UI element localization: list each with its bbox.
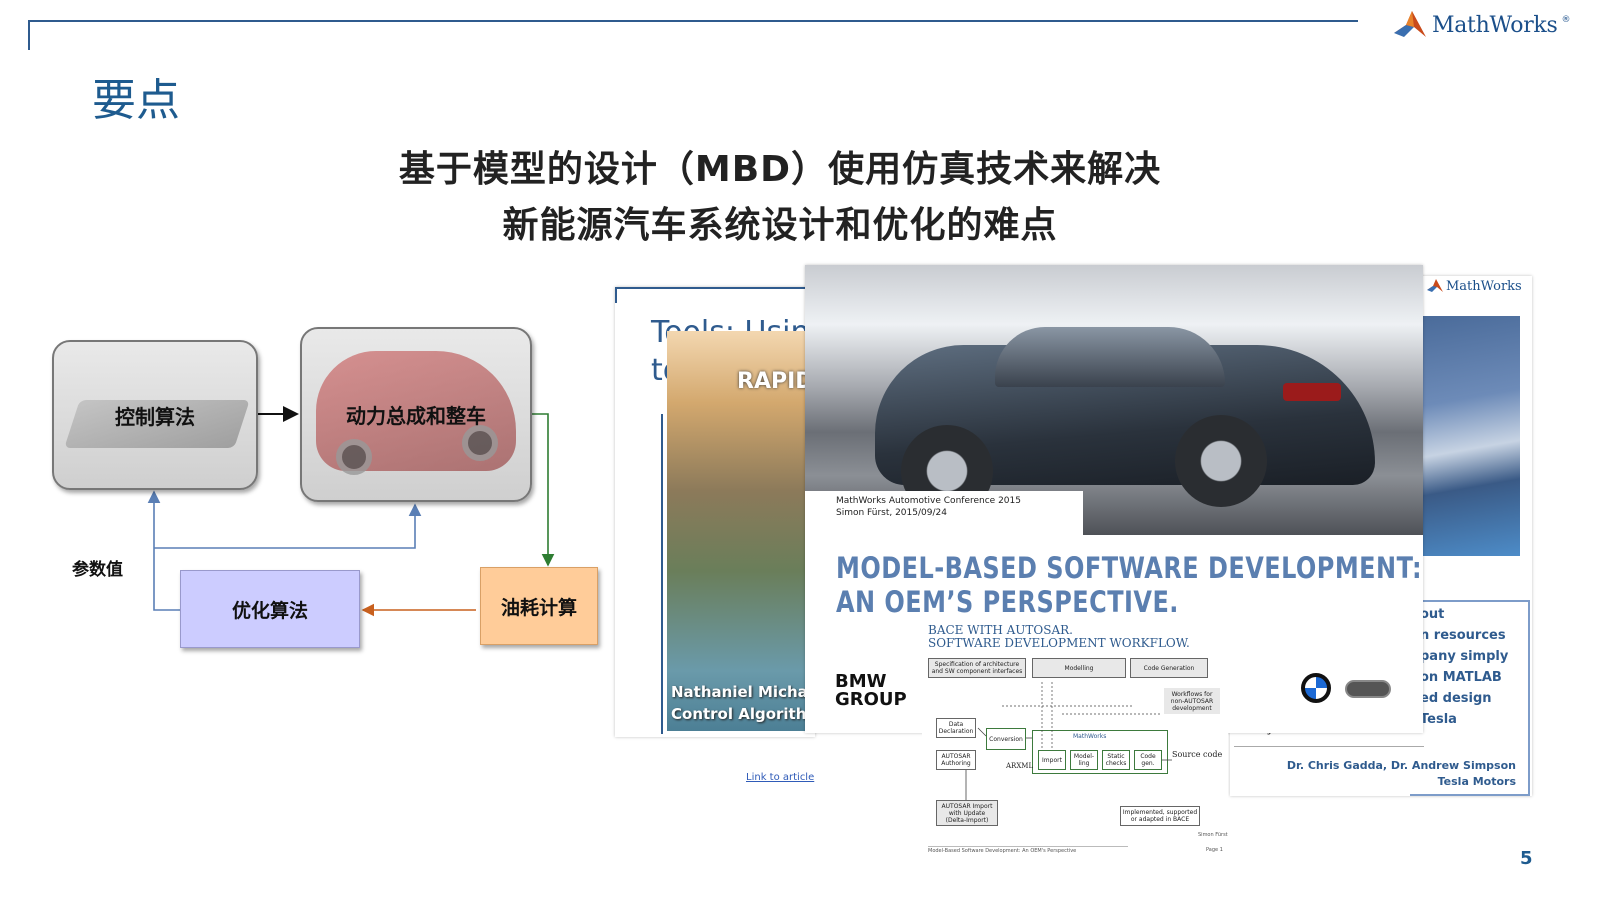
bmw-logo-icon (1301, 673, 1331, 703)
text-line: ed design (1420, 691, 1492, 706)
wf-non-autosar: Workflows for non-AUTOSAR development (1164, 688, 1220, 714)
page-tick (615, 287, 617, 303)
wf-import: Import (1038, 750, 1066, 770)
tesla-right-text: out n resources pany simply on MATLAB ed… (1420, 604, 1508, 730)
conference-name: MathWorks Automotive Conference 2015 (836, 496, 1021, 506)
mathworks-logo: MathWorks ® (1392, 8, 1570, 42)
logo-text-small: MathWorks (1446, 278, 1522, 294)
wheel-icon (336, 439, 372, 475)
diagram-connectors (147, 406, 555, 617)
caption-rule (1234, 746, 1424, 747)
mini-logo-icon (1345, 680, 1391, 698)
text-line: on MATLAB (1420, 670, 1502, 685)
rapid-text: RAPID (737, 369, 814, 394)
header-rule (28, 20, 1358, 22)
optimization-algorithm-box[interactable]: 优化算法 (180, 570, 360, 648)
coastline-photo: RAPID Nathaniel Michalu Control Algorith… (667, 331, 824, 731)
authors: Dr. Chris Gadda, Dr. Andrew Simpson (1286, 759, 1516, 772)
frame-line (661, 414, 663, 734)
wf-code-gen: Code gen. (1134, 750, 1162, 770)
link-to-article[interactable]: Link to article (746, 772, 815, 783)
wf-spec: Specification of architecture and SW com… (928, 658, 1026, 678)
arrow-optimization-to-control (147, 490, 180, 611)
wf-static-checks: Static checks (1102, 750, 1130, 770)
wheel-icon (462, 425, 498, 461)
headline-line-2: 新能源汽车系统设计和优化的难点 (502, 205, 1058, 246)
author-date: Simon Fürst, 2015/09/24 (836, 508, 947, 518)
wf-data-declaration: Data Declaration (936, 718, 976, 738)
company: Tesla Motors (1437, 775, 1516, 788)
headline-line-1: 基于模型的设计（MBD）使用仿真技术来解决 (398, 149, 1162, 190)
wf-modelling: Modelling (1032, 658, 1126, 678)
workflow-title-2: SOFTWARE DEVELOPMENT WORKFLOW. (928, 636, 1190, 650)
fuel-calculation-box[interactable]: 油耗计算 (480, 567, 598, 645)
conference-panel: MathWorks Automotive Conference 2015 Sim… (805, 491, 1083, 537)
bmw-group-line-1: BMW (835, 671, 887, 692)
wf-source-code: Source code (1172, 750, 1223, 759)
text-line: pany simply (1420, 649, 1509, 664)
membrane-icon (1427, 279, 1443, 292)
parameter-values-label: 参数值 (72, 560, 123, 580)
wf-modelling-2: Model-ling (1070, 750, 1098, 770)
wf-footer-right: Page 1 (1206, 847, 1223, 853)
tail-light (1283, 383, 1341, 401)
tesla-article-page: Tools: Usin to RAPID Nathaniel Michalu C… (615, 287, 824, 737)
bmw-title-line-2: AN OEM’S PERSPECTIVE. (836, 585, 1179, 619)
membrane-icon (1394, 11, 1426, 37)
text-line: Tesla (1420, 712, 1457, 727)
powertrain-vehicle-block[interactable]: 动力总成和整车 (300, 327, 532, 502)
wf-autosar-authoring: AUTOSAR Authoring (936, 750, 976, 770)
mathworks-logo-small: MathWorks (1426, 278, 1522, 294)
logo-text: MathWorks (1432, 12, 1558, 38)
road-photo (1422, 316, 1520, 556)
car-window (995, 327, 1225, 387)
text-line: out (1420, 607, 1445, 622)
control-algorithm-label: 控制算法 (115, 404, 195, 429)
logo-registered: ® (1561, 15, 1571, 25)
wf-connectors (965, 682, 1172, 800)
article-subtitle: Control Algorithm (671, 705, 823, 723)
tesla-authors: Dr. Chris Gadda, Dr. Andrew Simpson Tesl… (1287, 758, 1516, 790)
page-title: 要点 (92, 75, 180, 126)
control-algorithm-block[interactable]: 控制算法 (52, 340, 258, 490)
bmw-title-line-1: MODEL-BASED SOFTWARE DEVELOPMENT: (836, 551, 1423, 585)
wf-implemented-legend: Implemented, supported or adapted in BAC… (1120, 806, 1200, 826)
bmw-group-wordmark: BMW GROUP (835, 673, 907, 709)
powertrain-vehicle-label: 动力总成和整车 (346, 404, 486, 428)
text-line: n resources (1420, 628, 1506, 643)
wf-arxml: ARXML (1006, 762, 1034, 770)
text-frame (1410, 600, 1530, 796)
page-number: 5 (1520, 848, 1533, 869)
arrow-optimization-to-powertrain (154, 503, 422, 549)
rear-tire (1175, 415, 1267, 507)
bace-workflow-sheet: BACE WITH AUTOSAR. SOFTWARE DEVELOPMENT … (922, 622, 1228, 858)
wf-conversion: Conversion (986, 728, 1026, 750)
header-tick (28, 20, 30, 50)
page-rule (615, 287, 815, 289)
car-photo (805, 265, 1423, 535)
author-name: Nathaniel Michalu (671, 683, 824, 701)
bmw-group-line-2: GROUP (835, 689, 907, 710)
wf-footer-mid: Simon Fürst (1198, 832, 1228, 838)
wf-codegen: Code Generation (1130, 658, 1208, 678)
wf-autosar-import: AUTOSAR Import with Update (Delta-Import… (936, 800, 998, 826)
workflow-title-1: BACE WITH AUTOSAR. (928, 623, 1073, 637)
wf-footer-left: Model-Based Software Development: An OEM… (928, 846, 1128, 854)
arrow-powertrain-to-fuel (532, 413, 555, 567)
